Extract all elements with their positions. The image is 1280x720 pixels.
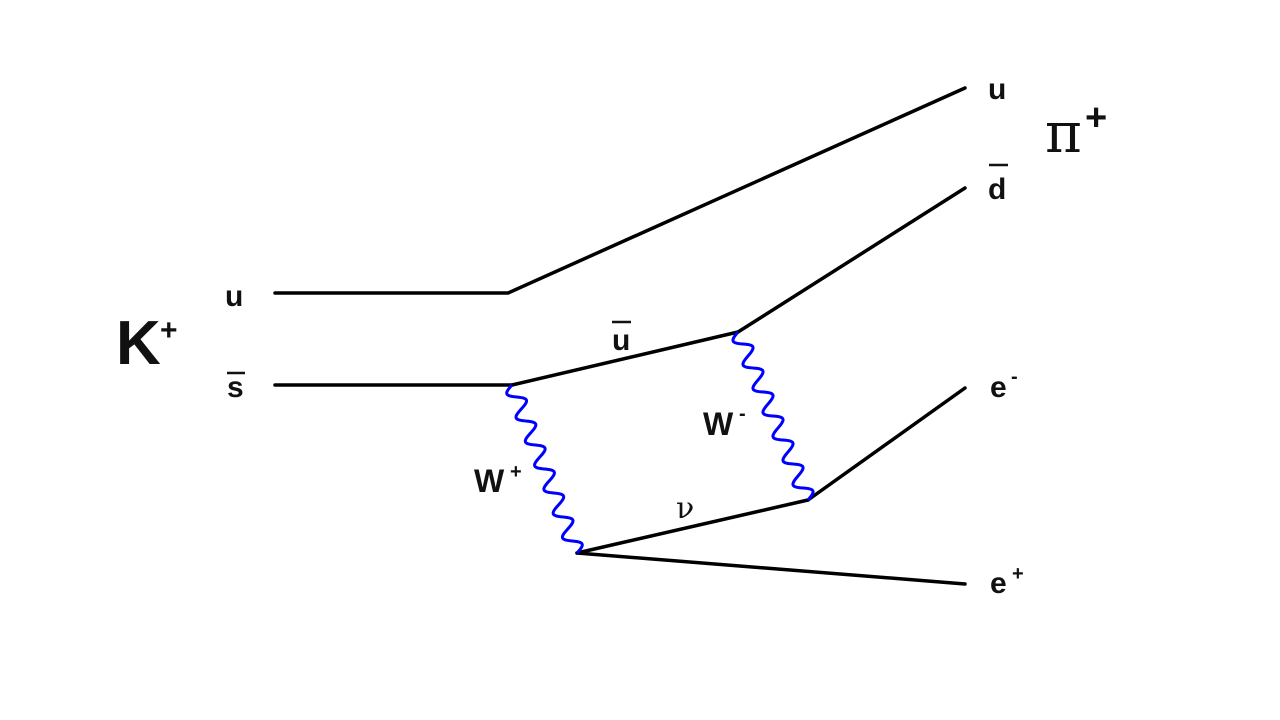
fermion-lines (273, 86, 967, 586)
pion-label: π (1045, 101, 1082, 166)
neutrino-propagator-line (575, 498, 810, 555)
positron-outgoing-line (575, 551, 967, 586)
w-minus-boson-line (731, 331, 815, 501)
kaon-label: K (116, 309, 161, 378)
electron-outgoing-line (806, 386, 967, 502)
electron-charge: - (1011, 366, 1018, 388)
out-quark-u-label: u (988, 73, 1006, 106)
w-plus-boson-line (505, 384, 584, 554)
out-antiquark-d-label: d (988, 173, 1006, 206)
u-quark-line (273, 86, 967, 295)
in-quark-u-label: u (225, 280, 243, 313)
u-bar-propagator-line (510, 330, 740, 387)
neutrino-label: ν (676, 491, 694, 526)
w-minus-charge: - (739, 403, 746, 425)
kaon-charge: + (160, 314, 178, 347)
positron-charge: + (1012, 563, 1024, 585)
w-plus-charge: + (510, 461, 522, 483)
w-plus-label: W (474, 463, 505, 499)
anti-u-label: u (612, 324, 630, 357)
w-minus-label: W (703, 406, 734, 442)
in-antiquark-s-label: s (227, 371, 244, 404)
pion-charge: + (1085, 97, 1107, 139)
d-bar-outgoing-line (736, 186, 967, 334)
positron-label: e (990, 567, 1007, 600)
electron-label: e (990, 371, 1007, 404)
